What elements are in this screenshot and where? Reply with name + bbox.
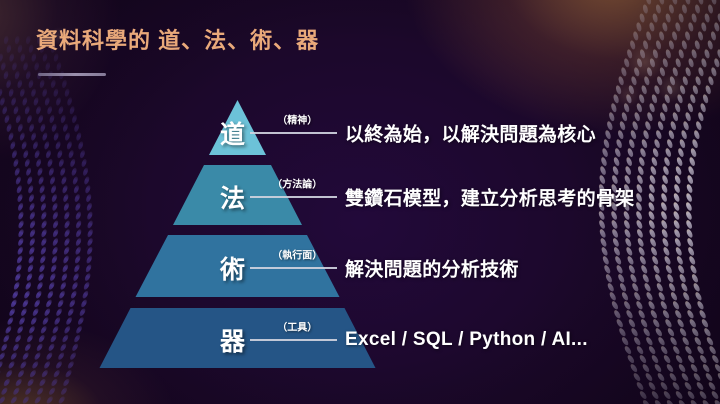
tier-description: 以終為始，以解決問題為核心 [345, 124, 596, 145]
tier-connector-line [249, 339, 337, 341]
tier-glyph: 道 [219, 120, 246, 149]
tier-description: 雙鑽石模型，建立分析思考的骨架 [345, 188, 635, 210]
tier-description: 解決問題的分析技術 [345, 259, 519, 281]
tier-glyph: 器 [219, 328, 246, 356]
tier-description: Excel / SQL / Python / AI... [345, 329, 588, 350]
tier-sub-label: （精神） [277, 115, 318, 126]
tier-sub-label: （執行面） [272, 250, 323, 262]
tier-glyph: 術 [219, 256, 246, 284]
tier-connector-line [249, 267, 337, 269]
tier-connector-line [249, 196, 337, 198]
tier-sub-label: （工具） [277, 322, 318, 334]
tier-connector-line [249, 131, 337, 134]
page-title: 資料科學的 道、法、術、器 [36, 28, 320, 53]
tier-glyph: 法 [219, 185, 246, 213]
tier-sub-label: （方法論） [272, 179, 323, 191]
title-underline [38, 73, 106, 76]
